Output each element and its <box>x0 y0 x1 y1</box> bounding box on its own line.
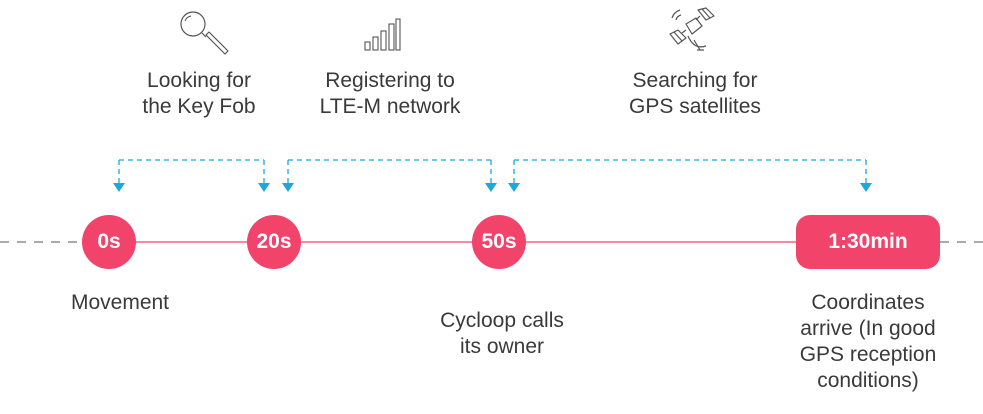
phase-connector-1-arrow-end <box>258 183 270 192</box>
phase-connector-3-arrow-start <box>508 183 520 192</box>
timeline-node-20s: 20s <box>247 215 301 269</box>
phase-label-gps: Searching for GPS satellites <box>629 69 761 118</box>
magnifier-icon <box>180 11 229 55</box>
timeline-node-0s: 0s <box>82 215 136 269</box>
phase-connector-1-arrow-start <box>113 183 125 192</box>
event-label-cycloop-calls: Cycloop calls its owner <box>440 309 564 358</box>
timeline-node-50s: 50s <box>472 215 526 269</box>
phase-connector-1 <box>118 159 265 183</box>
phase-connector-2 <box>287 159 492 183</box>
event-label-coordinates: Coordinates arrive (In good GPS receptio… <box>799 291 937 392</box>
satellite-icon <box>669 7 715 51</box>
signal-bars-icon <box>364 18 401 51</box>
timeline-node-1-30min: 1:30min <box>796 215 940 269</box>
phase-label-key-fob: Looking for the Key Fob <box>142 69 256 118</box>
phase-connector-3-arrow-end <box>860 183 872 192</box>
phase-connector-2-arrow-start <box>282 183 294 192</box>
event-label-movement: Movement <box>70 291 170 314</box>
phase-connector-2-arrow-end <box>485 183 497 192</box>
phase-label-lte-m: Registering to LTE-M network <box>319 69 461 118</box>
phase-connector-3 <box>513 159 867 183</box>
